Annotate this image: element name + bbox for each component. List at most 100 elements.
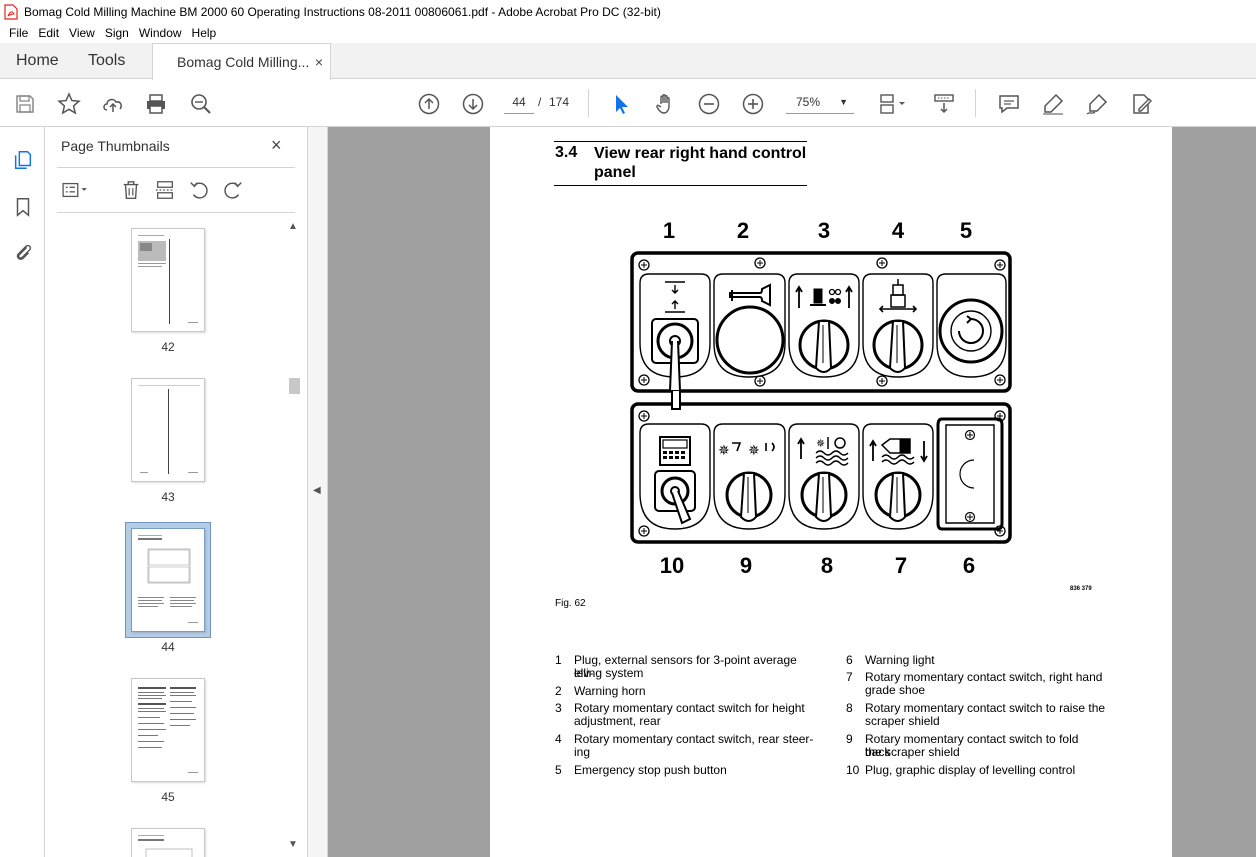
document-viewer[interactable]: 3.4 View rear right hand control panel 1… bbox=[328, 127, 1256, 857]
menu-help[interactable]: Help bbox=[191, 26, 217, 40]
legend-text-line: elling system bbox=[574, 666, 644, 680]
page-number-input[interactable]: 44 bbox=[504, 90, 534, 114]
tab-bar: Home Tools Bomag Cold Milling... × bbox=[0, 43, 1256, 80]
collapse-arrow-icon[interactable]: ◀ bbox=[313, 485, 321, 496]
legend-text-line: Rotary momentary contact switch to fold … bbox=[865, 732, 1079, 759]
page-fit-icon[interactable] bbox=[874, 91, 910, 117]
callout-number: 10 bbox=[660, 553, 684, 578]
close-panel-icon[interactable]: × bbox=[271, 135, 282, 155]
bookmark-icon[interactable] bbox=[10, 194, 36, 220]
tab-tools[interactable]: Tools bbox=[88, 52, 126, 69]
legend-item: 3 Rotary momentary contact switch for he… bbox=[555, 701, 805, 715]
tab-document[interactable]: Bomag Cold Milling... × bbox=[152, 43, 331, 80]
legend-item-continued: adjustment, rear bbox=[555, 715, 815, 728]
legend-text-line: the scraper shield bbox=[865, 745, 960, 759]
star-icon[interactable] bbox=[56, 91, 82, 117]
upload-cloud-icon[interactable] bbox=[100, 91, 126, 117]
legend-item: 4 Rotary momentary contact switch, rear … bbox=[555, 732, 814, 746]
legend-text-line: Rotary momentary contact switch, right h… bbox=[865, 670, 1103, 684]
highlight-pen-icon[interactable] bbox=[1040, 91, 1066, 117]
legend-item: 5 Emergency stop push button bbox=[555, 763, 727, 777]
callout-number: 3 bbox=[818, 218, 830, 243]
thumbnail-label: 43 bbox=[161, 490, 175, 504]
zoom-in-icon[interactable] bbox=[740, 91, 766, 117]
tab-home[interactable]: Home bbox=[16, 52, 59, 69]
hand-tool-icon[interactable] bbox=[652, 91, 678, 117]
callout-number: 4 bbox=[892, 218, 905, 243]
page-thumbnail-45[interactable] bbox=[131, 678, 205, 782]
rotate-right-icon[interactable] bbox=[220, 177, 246, 203]
insert-page-icon[interactable] bbox=[152, 177, 178, 203]
page-thumbnails-panel: Page Thumbnails × 42 bbox=[45, 127, 308, 857]
thumbnail-preview bbox=[138, 535, 198, 623]
zoom-out-icon[interactable] bbox=[696, 91, 722, 117]
legend-text-line: adjustment, rear bbox=[574, 714, 661, 728]
thumbnail-preview bbox=[138, 235, 198, 324]
menu-file[interactable]: File bbox=[9, 26, 29, 40]
scroll-up-icon[interactable]: ▲ bbox=[288, 221, 298, 232]
legend-item: 10 Plug, graphic display of levelling co… bbox=[846, 763, 1076, 777]
delete-trash-icon[interactable] bbox=[118, 177, 144, 203]
scroll-mode-icon[interactable] bbox=[931, 91, 957, 117]
page-thumbnails-icon[interactable] bbox=[10, 147, 36, 173]
options-menu-icon[interactable] bbox=[57, 177, 93, 203]
page-separator: / bbox=[538, 95, 542, 109]
menu-view[interactable]: View bbox=[69, 26, 95, 40]
callout-number: 1 bbox=[663, 218, 675, 243]
rotate-left-icon[interactable] bbox=[186, 177, 212, 203]
zoom-level-select[interactable]: 75% ▼ bbox=[786, 90, 854, 114]
acrobat-app-icon bbox=[4, 3, 18, 20]
print-icon[interactable] bbox=[143, 91, 169, 117]
comment-icon[interactable] bbox=[996, 91, 1022, 117]
figure-caption: Fig. 62 bbox=[555, 598, 586, 609]
toolbar bbox=[0, 80, 1256, 127]
panel-collapse-strip[interactable]: ◀ bbox=[308, 127, 328, 857]
legend-item-continued: the scraper shield bbox=[846, 746, 1106, 759]
menu-sign[interactable]: Sign bbox=[104, 26, 129, 40]
legend-item: 9 Rotary momentary contact switch to fol… bbox=[846, 733, 1106, 759]
thumbnail-preview bbox=[138, 385, 200, 474]
total-pages: 174 bbox=[549, 95, 570, 109]
legend-text-line: scraper shield bbox=[865, 714, 940, 728]
save-icon[interactable] bbox=[12, 91, 38, 117]
scroll-down-icon[interactable]: ▼ bbox=[288, 839, 298, 850]
callout-number: 2 bbox=[737, 218, 749, 243]
legend-item-continued: scraper shield bbox=[846, 715, 1106, 728]
scrollbar-thumb[interactable] bbox=[289, 378, 300, 394]
control-panel-diagram: 1 2 3 4 5 10 9 8 7 6 bbox=[630, 218, 1012, 578]
attachment-paperclip-icon[interactable] bbox=[10, 239, 36, 265]
figure-code: 836 379 bbox=[1070, 586, 1092, 592]
menu-bar: File Edit View Sign Window Help bbox=[0, 23, 1256, 43]
chevron-down-icon: ▼ bbox=[839, 97, 848, 107]
callout-number: 8 bbox=[821, 553, 833, 578]
title-bar: Bomag Cold Milling Machine BM 2000 60 Op… bbox=[0, 0, 1256, 23]
panel-title: Page Thumbnails bbox=[61, 138, 170, 154]
zoom-search-icon[interactable] bbox=[188, 91, 214, 117]
thumbnail-label: 42 bbox=[161, 340, 175, 354]
legend-item: 1 Plug, external sensors for 3-point ave… bbox=[555, 654, 815, 680]
page-thumbnail-next[interactable] bbox=[131, 828, 205, 857]
edit-document-icon[interactable] bbox=[1128, 91, 1154, 117]
menu-window[interactable]: Window bbox=[138, 26, 182, 40]
sign-pen-icon[interactable] bbox=[1084, 91, 1110, 117]
next-page-icon[interactable] bbox=[460, 91, 486, 117]
select-cursor-icon[interactable] bbox=[608, 91, 634, 117]
page-thumbnail-42[interactable] bbox=[131, 228, 205, 332]
page-thumbnail-44[interactable] bbox=[131, 528, 205, 632]
svg-text:✵: ✵ bbox=[718, 443, 730, 459]
callout-number: 5 bbox=[960, 218, 972, 243]
legend-text-line: Rotary momentary contact switch for heig… bbox=[574, 701, 805, 715]
previous-page-icon[interactable] bbox=[416, 91, 442, 117]
close-tab-icon[interactable]: × bbox=[314, 54, 323, 70]
thumbnail-scrollbar[interactable]: ▲ ▼ bbox=[287, 221, 301, 857]
legend-item: 2 Warning horn bbox=[555, 684, 646, 698]
legend-text-line: ing bbox=[574, 745, 591, 759]
legend-item: 8 Rotary momentary contact switch to rai… bbox=[846, 701, 1106, 715]
legend-item: 7 Rotary momentary contact switch, right… bbox=[846, 670, 1103, 684]
legend-text-line: Rotary momentary contact switch to raise… bbox=[865, 701, 1106, 715]
section-number: 3.4 bbox=[555, 144, 578, 161]
svg-text:✵: ✵ bbox=[816, 437, 825, 450]
page-thumbnail-43[interactable] bbox=[131, 378, 205, 482]
legend-text-line: grade shoe bbox=[865, 683, 926, 697]
menu-edit[interactable]: Edit bbox=[38, 26, 60, 40]
